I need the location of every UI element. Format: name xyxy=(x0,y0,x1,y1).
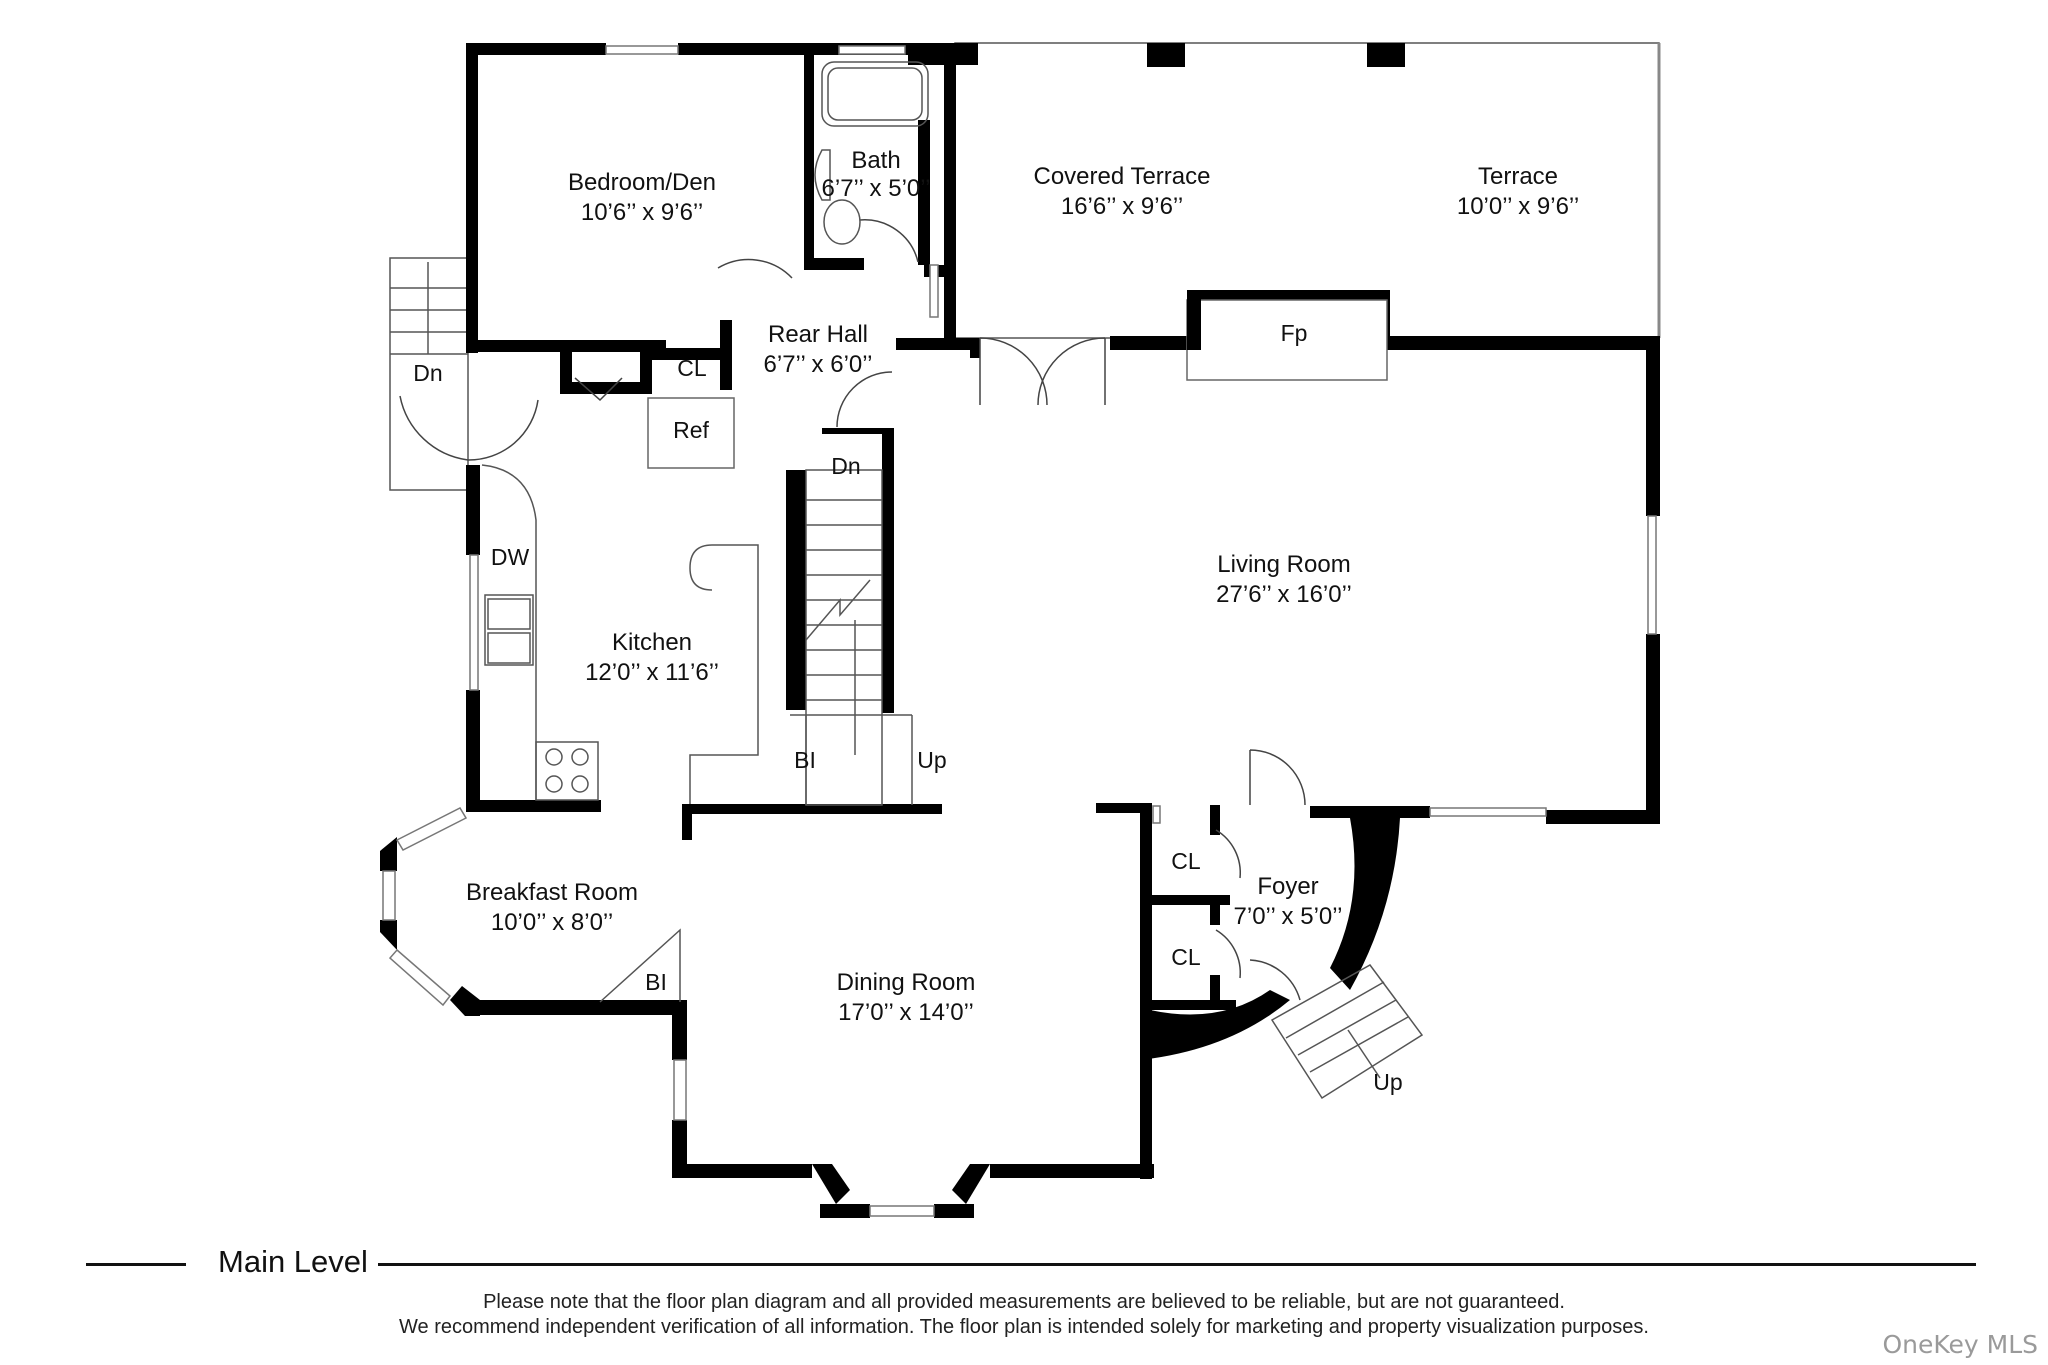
disclaimer-line-1: Please note that the floor plan diagram … xyxy=(483,1291,1565,1313)
bedroom-dims: 10’6’’ x 9’6’’ xyxy=(581,199,703,226)
disclaimer-line-2: We recommend independent verification of… xyxy=(399,1316,1649,1338)
doors xyxy=(574,219,1306,1001)
stair-down-label: Dn xyxy=(413,360,442,386)
rear-hall-name: Rear Hall xyxy=(768,321,868,348)
built-in-label: BI xyxy=(794,747,816,773)
breakfast-room-dims: 10’0’’ x 8’0’’ xyxy=(491,909,613,936)
covered-terrace-name: Covered Terrace xyxy=(1034,163,1211,190)
title-rule-left xyxy=(86,1263,186,1266)
refrigerator-label: Ref xyxy=(673,417,709,443)
covered-terrace-dims: 16’6’’ x 9’6’’ xyxy=(1061,193,1183,220)
level-title-bar: Main Level xyxy=(86,1244,1976,1284)
exterior-stair-left xyxy=(389,257,539,491)
disclaimer: Please note that the floor plan diagram … xyxy=(0,1290,2048,1340)
living-room-name: Living Room xyxy=(1217,551,1350,578)
stair-down-label: Dn xyxy=(831,453,860,479)
bedroom-name: Bedroom/Den xyxy=(568,169,716,196)
rear-hall-dims: 6’7’’ x 6’0’’ xyxy=(764,351,873,378)
dining-room-name: Dining Room xyxy=(837,969,976,996)
bath-name: Bath xyxy=(851,147,900,174)
kitchen-dims: 12’0’’ x 11’6’’ xyxy=(585,659,719,686)
title-rule-right xyxy=(376,1263,1976,1266)
terrace-name: Terrace xyxy=(1478,163,1558,190)
stair-up-label: Up xyxy=(1373,1069,1402,1095)
bath-dims: 6’7’’ x 5’0’’ xyxy=(822,175,931,202)
interior-stair xyxy=(790,469,913,806)
foyer-name: Foyer xyxy=(1257,873,1318,900)
dining-room-dims: 17’0’’ x 14’0’’ xyxy=(838,999,974,1026)
windows xyxy=(382,45,1657,1217)
kitchen-name: Kitchen xyxy=(612,629,692,656)
floor-plan: Bedroom/Den 10’6’’ x 9’6’’ Bath 6’7’’ x … xyxy=(380,42,1661,1218)
entry-stair xyxy=(1270,964,1424,1100)
built-in-label: BI xyxy=(645,969,667,995)
dishwasher-label: DW xyxy=(491,544,530,570)
breakfast-room-name: Breakfast Room xyxy=(466,879,638,906)
level-title: Main Level xyxy=(208,1244,378,1280)
closet-label: CL xyxy=(677,355,707,381)
foyer-dims: 7’0’’ x 5’0’’ xyxy=(1234,903,1343,930)
watermark: OneKey MLS xyxy=(1882,1330,2038,1359)
closet-label: CL xyxy=(1171,944,1201,970)
fixtures xyxy=(481,61,929,1003)
fireplace-label: Fp xyxy=(1281,320,1308,346)
terrace-dims: 10’0’’ x 9’6’’ xyxy=(1457,193,1579,220)
stair-up-label: Up xyxy=(917,747,946,773)
closet-label: CL xyxy=(1171,848,1201,874)
living-room-dims: 27’6’’ x 16’0’’ xyxy=(1216,581,1352,608)
fireplace xyxy=(1186,290,1388,381)
